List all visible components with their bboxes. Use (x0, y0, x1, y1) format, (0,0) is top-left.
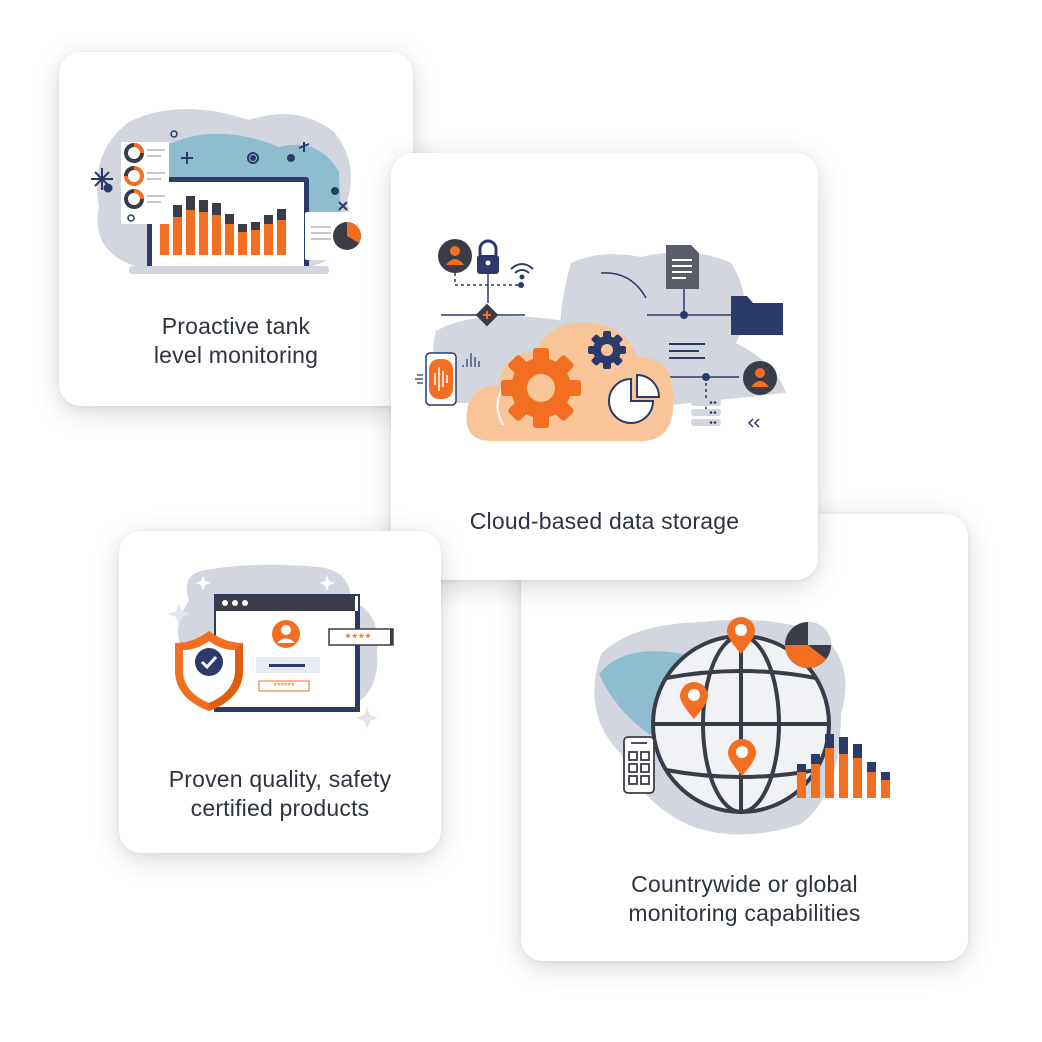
phone-icon (415, 352, 480, 406)
phone-icon (623, 736, 655, 794)
password-field-icon: ****** **** (256, 628, 394, 692)
sparkle-decoration-icon (91, 130, 348, 222)
browser-window-icon (214, 594, 360, 712)
lock-icon (477, 239, 499, 274)
caption-line: level monitoring (153, 342, 319, 368)
tank-monitoring-illustration (91, 108, 369, 274)
pie-chart-icon (785, 622, 831, 668)
gear-icon (501, 348, 581, 428)
global-monitoring-illustration (594, 617, 890, 835)
card-caption: Proven quality, safety certified product… (119, 765, 441, 823)
caption-line: Countrywide or global (631, 871, 858, 897)
card-cloud-storage: Cloud-based data storage (391, 153, 818, 580)
cloud-storage-illustration (415, 239, 786, 441)
pie-chart-icon (305, 212, 369, 260)
document-icon (666, 245, 699, 289)
card-safety-certified: ****** **** Proven quality, safety certi… (119, 531, 441, 853)
location-pin-icon (727, 617, 755, 654)
bar-chart-icon (797, 734, 890, 798)
password-mask: **** (346, 631, 373, 645)
user-icon (438, 239, 472, 273)
caption-line: monitoring capabilities (628, 900, 861, 926)
caption-line: Proven quality, safety (168, 766, 392, 792)
user-icon (272, 620, 300, 648)
caption-line: certified products (190, 795, 370, 821)
wifi-icon (510, 263, 534, 280)
location-pin-icon (680, 682, 708, 719)
card-global-monitoring: Countrywide or global monitoring capabil… (521, 514, 968, 961)
user-icon (743, 361, 777, 395)
server-icon (691, 399, 721, 426)
pin-mask: ****** (273, 681, 295, 691)
card-caption: Proactive tank level monitoring (59, 312, 413, 370)
safety-certified-illustration: ****** **** (168, 564, 394, 731)
donut-chart-icon (121, 142, 169, 224)
card-caption: Countrywide or global monitoring capabil… (521, 870, 968, 928)
chevron-left-icon (747, 418, 760, 428)
caption-line: Cloud-based data storage (469, 508, 740, 534)
folder-icon (731, 296, 783, 335)
shield-check-icon (175, 631, 243, 711)
caption-line: Proactive tank (161, 313, 311, 339)
sparkle-decoration-icon (195, 575, 335, 731)
location-pin-icon (728, 739, 756, 776)
gear-icon (588, 331, 626, 369)
card-caption: Cloud-based data storage (391, 507, 818, 536)
card-tank-monitoring: Proactive tank level monitoring (59, 52, 413, 406)
pie-chart-icon (608, 373, 661, 424)
